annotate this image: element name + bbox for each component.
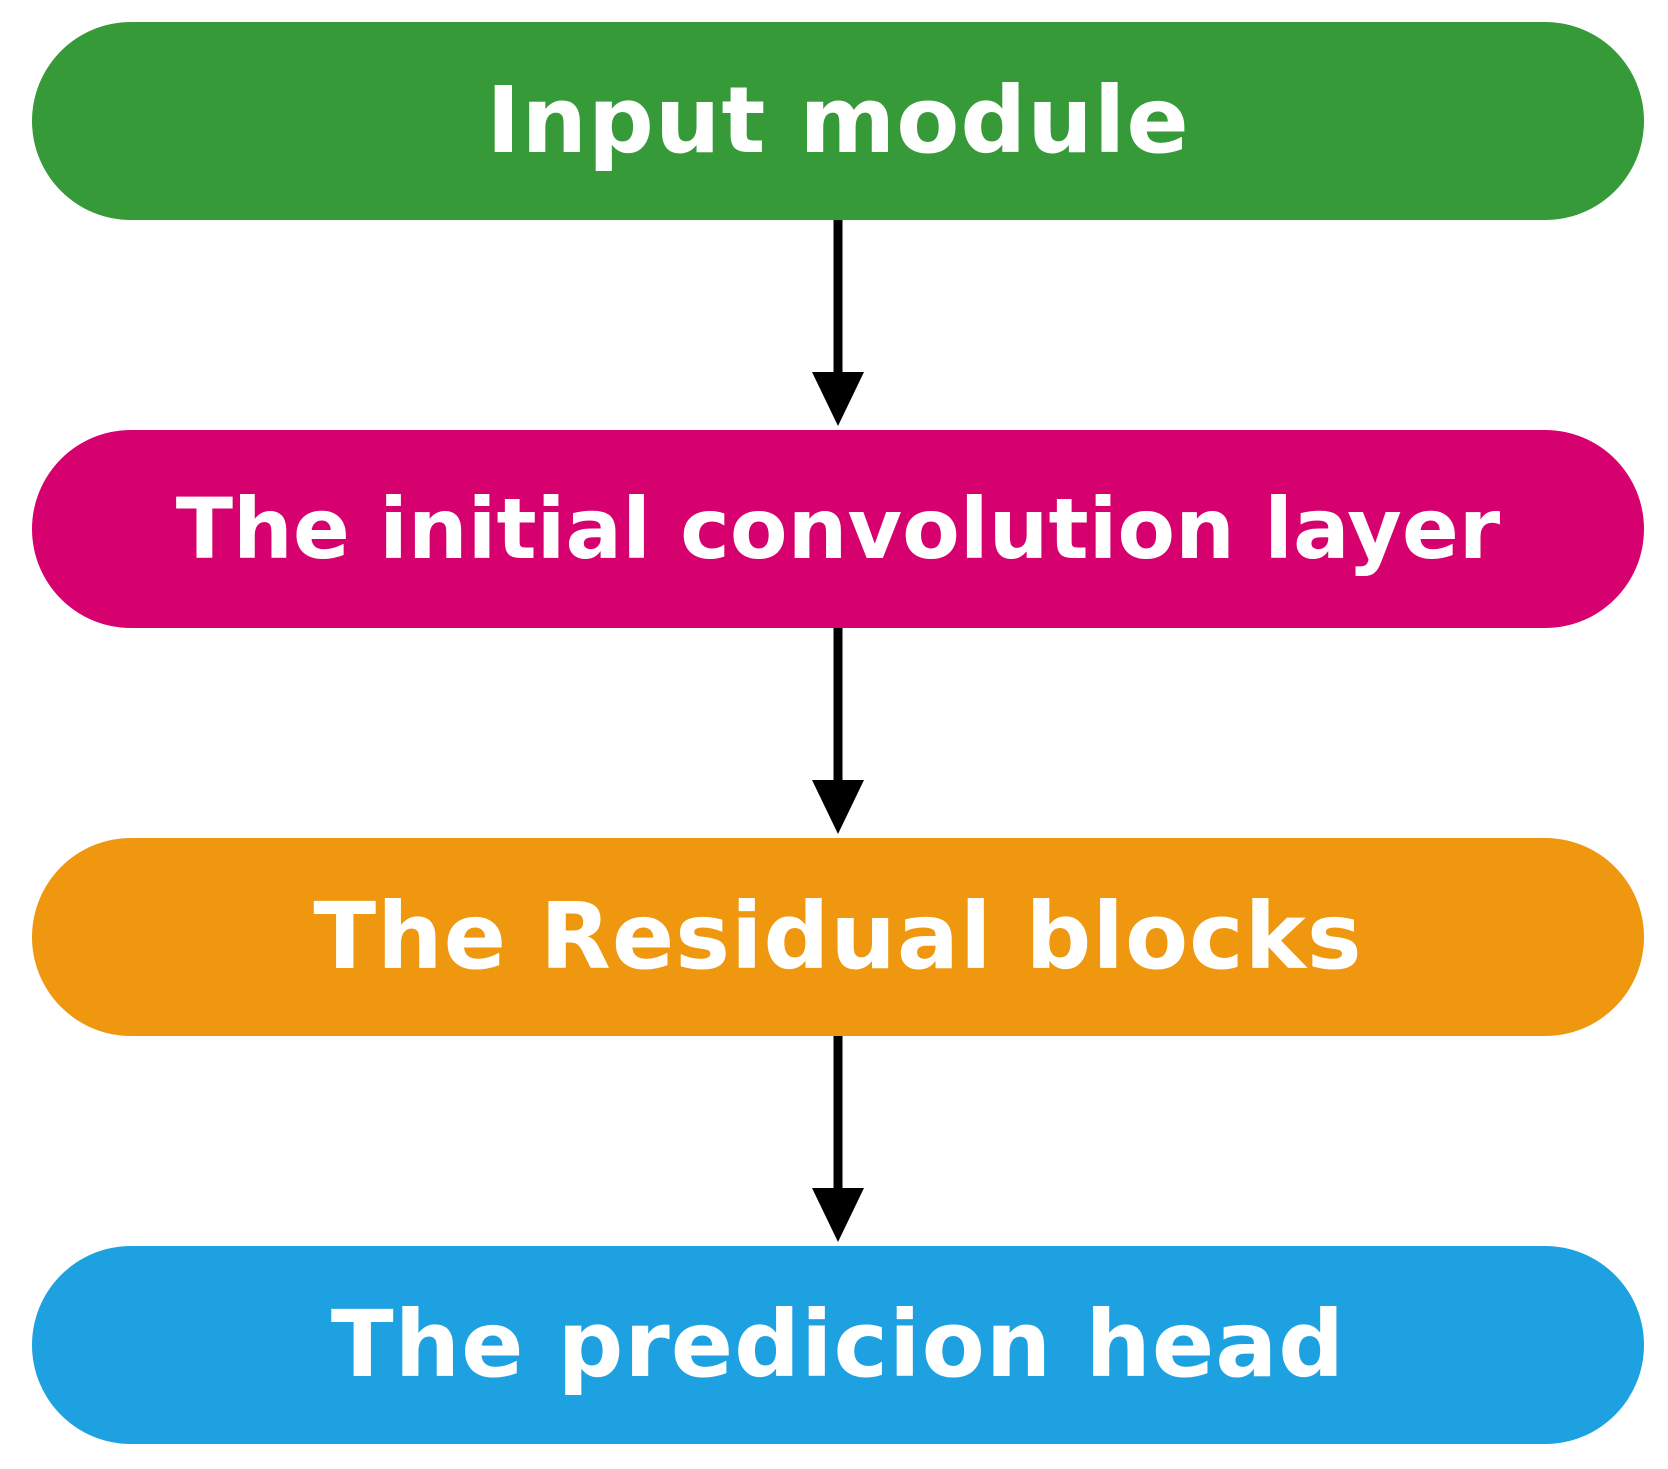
- node-prediction-head: The predicion head: [32, 1246, 1644, 1444]
- node-label: The predicion head: [330, 1291, 1346, 1398]
- node-label: Input module: [486, 67, 1190, 174]
- arrow-conv-to-residual: [812, 628, 864, 834]
- arrow-residual-to-head: [812, 1036, 864, 1242]
- node-label: The Residual blocks: [313, 883, 1363, 990]
- arrow-input-to-conv: [812, 220, 864, 426]
- node-input-module: Input module: [32, 22, 1644, 220]
- node-initial-convolution-layer: The initial convolution layer: [32, 430, 1644, 628]
- node-label: The initial convolution layer: [175, 480, 1501, 578]
- node-residual-blocks: The Residual blocks: [32, 838, 1644, 1036]
